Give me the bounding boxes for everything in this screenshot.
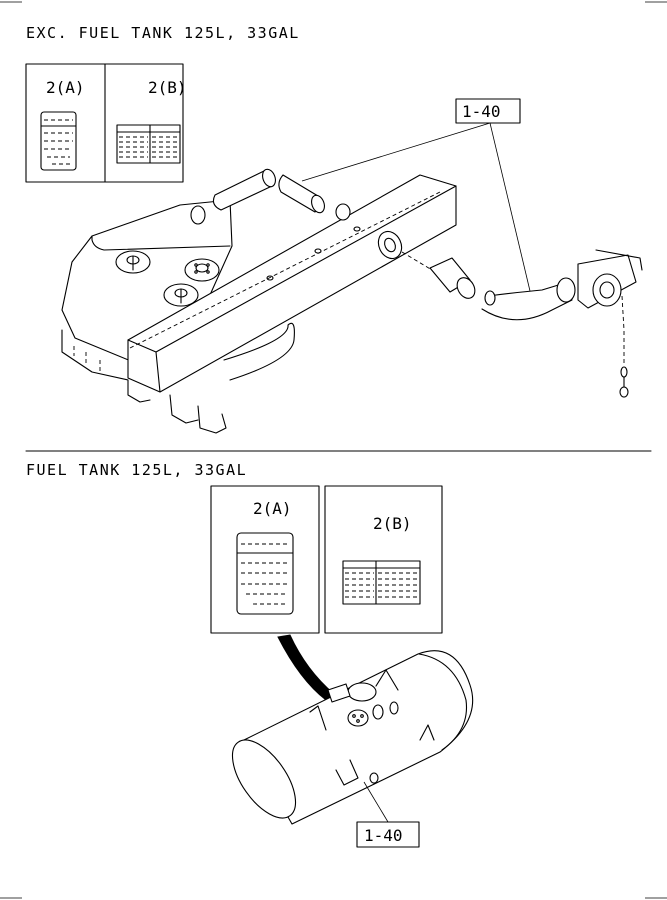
fuel-tank-assembly-drawing (61, 168, 643, 434)
label-location-leader (277, 634, 335, 701)
cylindrical-fuel-tank-drawing (231, 650, 474, 825)
section-2-label-panel: 2(A) 2(B) (210, 485, 443, 634)
section-1-callout: 1-40 (301, 98, 531, 292)
tank-cap-3 (163, 283, 199, 307)
label-2b: 2(B) (148, 78, 187, 97)
section-2-callout: 1-40 (356, 781, 420, 848)
label-2b: 2(B) (373, 514, 412, 533)
label-2a: 2(A) (253, 499, 292, 518)
callout-1-40: 1-40 (364, 826, 403, 845)
section-1-title: EXC. FUEL TANK 125L, 33GAL (26, 24, 300, 42)
label-2a-sticker (236, 532, 294, 615)
section-2-title: FUEL TANK 125L, 33GAL (26, 461, 247, 479)
label-2b-sticker (342, 560, 421, 605)
section-1-label-panel: 2(A) 2(B) (25, 63, 187, 183)
tank-cap-2 (184, 258, 220, 282)
tank-cap-1 (115, 250, 151, 274)
label-2b-sticker (116, 124, 181, 164)
label-2a: 2(A) (46, 78, 85, 97)
callout-1-40: 1-40 (462, 102, 501, 121)
label-2a-sticker (40, 111, 77, 171)
